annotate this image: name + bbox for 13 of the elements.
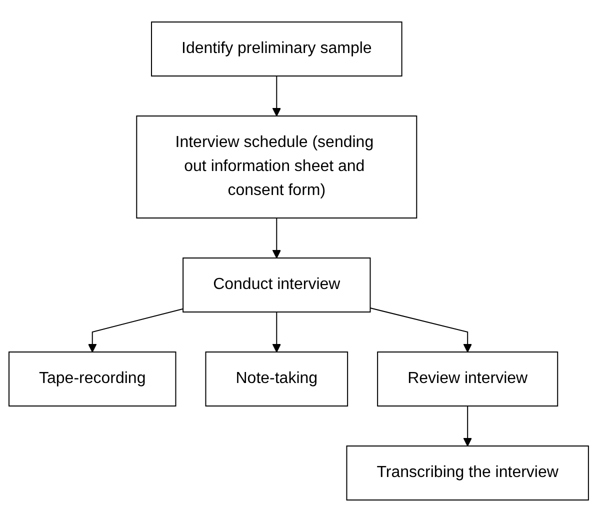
arrow — [88, 308, 184, 352]
node-box: Conduct interview — [182, 258, 372, 312]
node-box: Note-taking — [206, 352, 348, 406]
node-box: Tape-recording — [8, 352, 177, 406]
arrow — [463, 406, 472, 446]
node-box: Identify preliminary sample — [151, 22, 403, 76]
node-box: Transcribing the interview — [346, 446, 590, 500]
arrow — [272, 218, 282, 258]
arrow — [272, 312, 282, 352]
node-box: Interview schedule (sending out information sheet and consent form) — [136, 116, 418, 218]
node-box: Review interview — [377, 352, 558, 406]
arrow — [370, 308, 472, 352]
arrow — [272, 76, 282, 116]
